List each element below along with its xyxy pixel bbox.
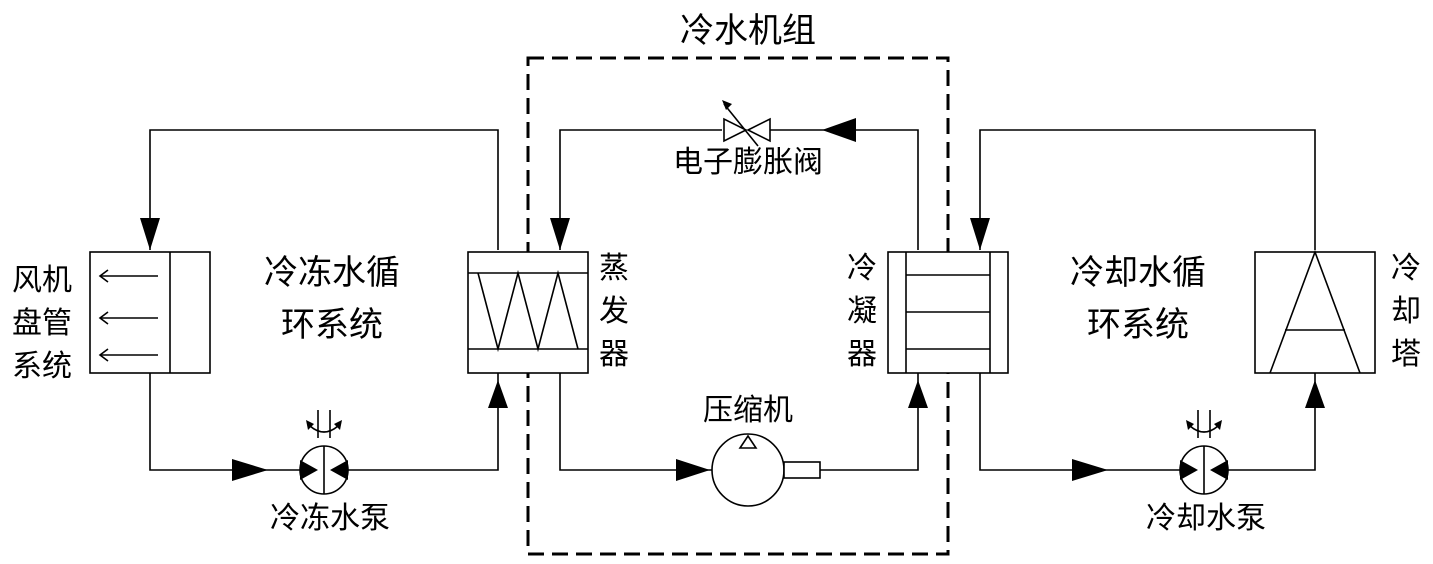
compressor-icon [712, 434, 820, 506]
refrigerant-arrow [908, 380, 928, 408]
chilled-water-pump-icon [300, 410, 348, 494]
refrigerant-arrow [676, 459, 710, 481]
expansion-valve-label: 电子膨胀阀 [673, 145, 823, 180]
fan-coil-label: 盘管 [12, 306, 72, 341]
chilled-pump-label: 冷冻水泵 [270, 501, 390, 536]
compressor-label: 压缩机 [703, 393, 793, 428]
cooling-tower-label: 冷 [1391, 251, 1421, 286]
cooling-tower-label: 却 [1391, 294, 1421, 329]
expansion-valve-icon [722, 100, 770, 146]
condenser-label: 冷 [847, 251, 877, 286]
cooling-tower-unit [1255, 252, 1375, 373]
evaporator-unit [468, 252, 588, 373]
chiller-unit-title: 冷水机组 [680, 11, 816, 51]
chilled-loop-label: 环系统 [281, 305, 383, 345]
fan-coil-unit [90, 252, 210, 373]
chilled-supply-arrow [140, 218, 160, 250]
evaporator-label: 蒸 [599, 251, 629, 286]
condenser-label: 器 [847, 337, 877, 372]
cooling-pump-label: 冷却水泵 [1146, 501, 1266, 536]
cooling-water-pump-icon [1180, 410, 1228, 494]
cooling-supply-arrow [970, 218, 990, 250]
cooling-loop-label: 环系统 [1087, 305, 1189, 345]
fan-coil-label: 系统 [12, 349, 72, 384]
chilled-pump-arrow [232, 459, 268, 481]
chilled-return-arrow [488, 380, 508, 408]
cooling-pump-arrow [1072, 459, 1108, 481]
condenser-label: 凝 [847, 294, 877, 329]
cooling-loop-label: 冷却水循 [1070, 253, 1206, 293]
refrigerant-arrow [550, 218, 570, 250]
chilled-loop-label: 冷冻水循 [264, 253, 400, 293]
fan-coil-label: 风机 [12, 263, 72, 298]
evaporator-label: 发 [599, 294, 629, 329]
cooling-tower-label: 塔 [1391, 337, 1421, 372]
condenser-unit [888, 252, 1008, 373]
cooling-return-arrow [1305, 380, 1325, 408]
evaporator-label: 器 [599, 337, 629, 372]
refrigerant-arrow [822, 118, 856, 142]
